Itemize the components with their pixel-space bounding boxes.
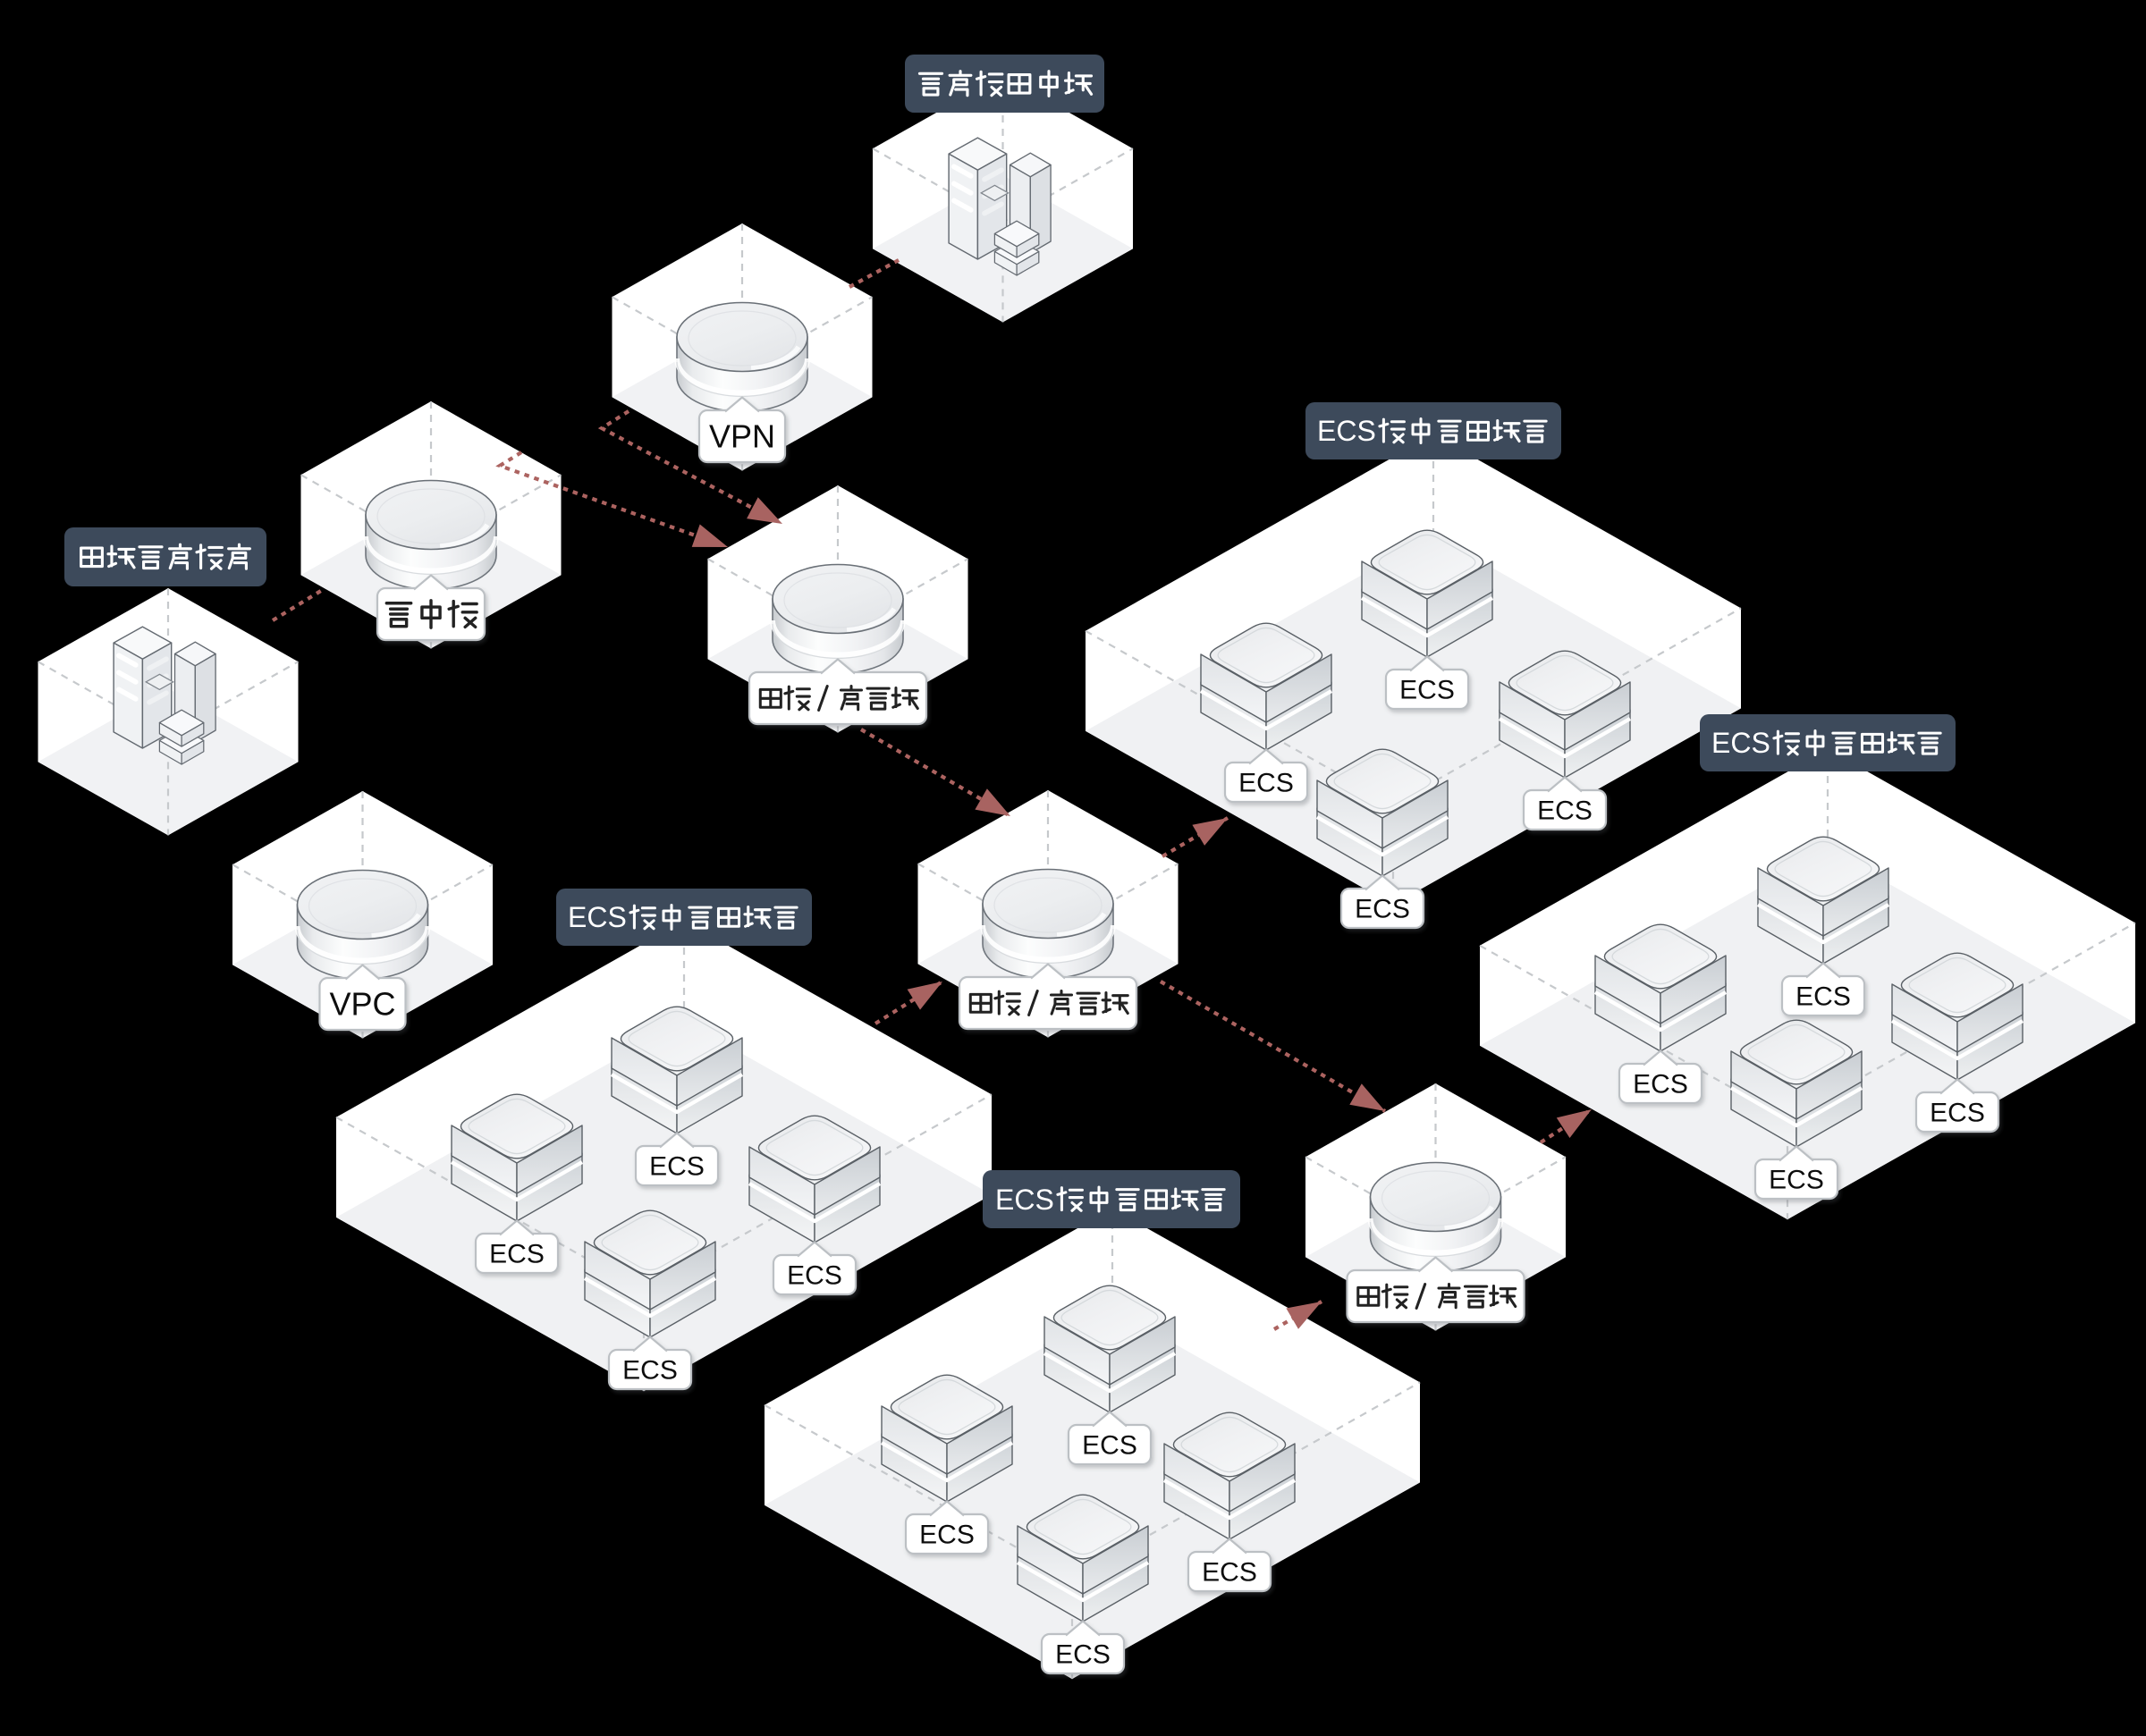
svg-text:ECS: ECS <box>568 901 627 933</box>
svg-text:ECS: ECS <box>919 1521 975 1550</box>
svg-text:ECS: ECS <box>1537 796 1593 826</box>
svg-text:ECS: ECS <box>1769 1166 1824 1195</box>
svg-text:ECS: ECS <box>1202 1558 1257 1588</box>
svg-text:ECS: ECS <box>1317 415 1376 447</box>
svg-text:ECS: ECS <box>1711 727 1770 759</box>
svg-text:VPN: VPN <box>709 418 775 455</box>
svg-text:ECS: ECS <box>1633 1070 1688 1100</box>
svg-text:ECS: ECS <box>1055 1640 1111 1670</box>
svg-text:ECS: ECS <box>1795 982 1851 1012</box>
svg-text:ECS: ECS <box>649 1152 705 1182</box>
svg-text:ECS: ECS <box>1399 676 1455 705</box>
svg-text:ECS: ECS <box>995 1184 1054 1216</box>
svg-text:ECS: ECS <box>1930 1099 1985 1128</box>
svg-text:ECS: ECS <box>1238 769 1294 798</box>
svg-text:ECS: ECS <box>1082 1431 1137 1461</box>
svg-text:ECS: ECS <box>787 1261 842 1291</box>
svg-text:ECS: ECS <box>622 1356 678 1386</box>
svg-text:ECS: ECS <box>489 1240 545 1269</box>
svg-text:VPC: VPC <box>329 986 395 1023</box>
svg-text:ECS: ECS <box>1355 895 1410 924</box>
